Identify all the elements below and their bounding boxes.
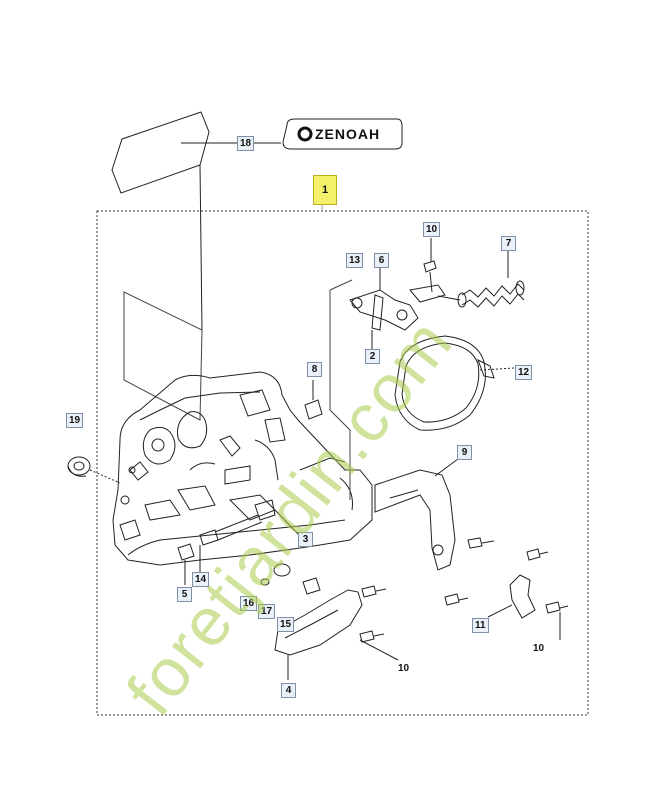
label-10-bottom: 10: [398, 663, 410, 674]
callout-3: 3: [298, 532, 313, 547]
callout-9: 9: [457, 445, 472, 460]
guide-plane-2: [329, 279, 353, 291]
catcher-lead: [487, 604, 513, 618]
callout-19: 19: [66, 413, 84, 428]
pin-8: [304, 380, 323, 420]
housing: [112, 371, 373, 566]
callout-4: 4: [281, 683, 296, 698]
callout-7: 7: [501, 236, 516, 251]
brand-logo-text: ZENOAH: [315, 126, 381, 142]
callout-11: 11: [472, 618, 489, 633]
screws: [359, 537, 569, 643]
callout-16: 16: [240, 596, 258, 611]
lead-12: [479, 367, 516, 371]
callout-6: 6: [374, 253, 389, 268]
brake-lever: [349, 284, 446, 331]
washer-16: [260, 578, 270, 586]
nut-19: [67, 456, 91, 477]
decal-drop-line: [199, 164, 203, 331]
chain-catcher-11: [509, 574, 536, 619]
callout-8: 8: [307, 362, 322, 377]
callout-13: 13: [346, 253, 364, 268]
nut-19-lead: [89, 469, 121, 484]
callout-17: 17: [258, 604, 276, 619]
o-ring: [273, 563, 291, 577]
spring-7: [437, 250, 525, 308]
guide-plane: [329, 290, 351, 500]
cover-lead: [359, 639, 399, 661]
decal-plane: [123, 291, 203, 421]
bolt-10-top: [423, 238, 437, 293]
guide-plate-9: [374, 469, 456, 571]
callout-1: 1: [313, 175, 337, 205]
brake-band: [394, 335, 495, 431]
decal-sheet: [111, 111, 210, 194]
nut-5: [177, 543, 195, 561]
callout-18: 18: [237, 136, 255, 151]
callout-12: 12: [515, 365, 533, 380]
callout-2: 2: [365, 349, 380, 364]
assembly-boundary: [96, 210, 589, 716]
callout-5: 5: [177, 587, 192, 602]
side-cover: [274, 589, 363, 656]
shaft: [199, 499, 301, 546]
callout-10: 10: [423, 222, 441, 237]
label-10-right: 10: [533, 643, 545, 654]
callout-15: 15: [277, 617, 295, 632]
brand-logo: ZENOAH: [281, 117, 403, 151]
callout-14: 14: [192, 572, 210, 587]
spacer-15: [302, 577, 321, 595]
